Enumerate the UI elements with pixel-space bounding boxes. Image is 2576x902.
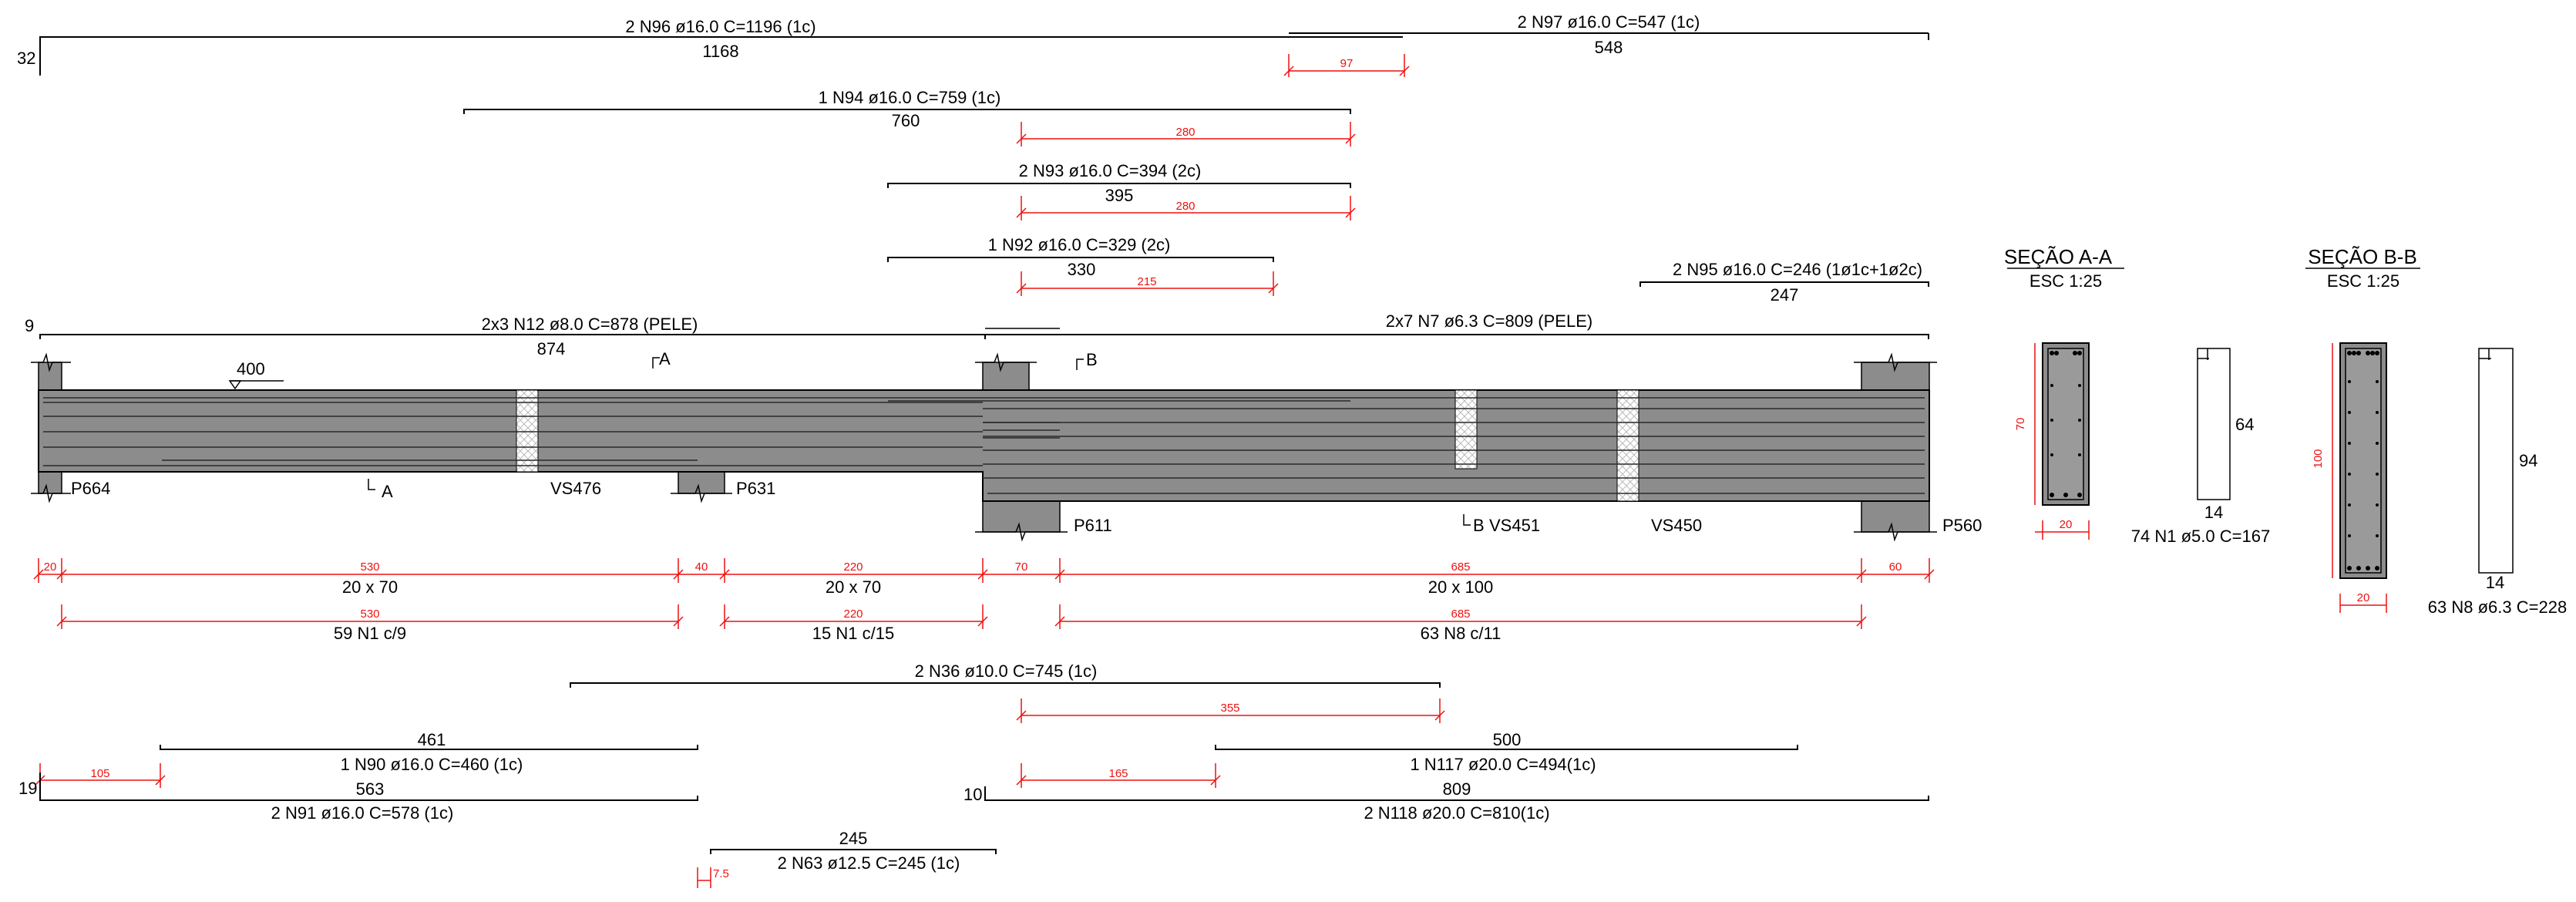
bar-n96: 32 2 N96 ø16.0 C=1196 (1c) 1168: [17, 17, 1403, 76]
bar-n95: 2 N95 ø16.0 C=246 (1ø1c+1ø2c) 247: [1639, 260, 1929, 305]
section-size-3: 20 x 100: [1428, 577, 1493, 597]
bar-n93-label: 2 N93 ø16.0 C=394 (2c): [1019, 161, 1202, 180]
bar-n95-label: 2 N95 ø16.0 C=246 (1ø1c+1ø2c): [1673, 260, 1922, 279]
stirrup-label-1: 59 N1 c/9: [334, 624, 406, 643]
bar-n91-length: 563: [356, 779, 385, 799]
section-b-stirrup-width: 14: [2486, 573, 2504, 592]
bar-n12-length: 874: [537, 339, 566, 358]
dim-685: 685: [1451, 560, 1470, 574]
stirrup-dim-685: 685: [1451, 608, 1470, 621]
section-b-width: 20: [2357, 591, 2370, 604]
bar-n63-label: 2 N63 ø12.5 C=245 (1c): [778, 853, 960, 873]
bar-n92: 1 N92 ø16.0 C=329 (2c) 330 215: [887, 235, 1279, 296]
bar-n90: 461 1 N90 ø16.0 C=460 (1c) 105: [35, 730, 698, 788]
bar-n117: 500 1 N117 ø20.0 C=494(1c) 165: [1016, 730, 1798, 788]
section-a-stirrup-label: 74 N1 ø5.0 C=167: [2131, 527, 2270, 546]
dim-20: 20: [44, 560, 57, 574]
bar-n92-dim: 215: [1137, 275, 1156, 288]
bar-n95-length: 247: [1771, 285, 1799, 305]
bar-n12-hook: 9: [25, 316, 34, 335]
section-a-stirrup-height: 64: [2235, 415, 2254, 434]
support-p560: P560: [1942, 516, 1982, 535]
cut-b-top: B: [1086, 350, 1098, 369]
support-p631: P631: [736, 479, 775, 498]
bar-n36: 2 N36 ø10.0 C=745 (1c) 355: [570, 661, 1445, 723]
bar-n97: 2 N97 ø16.0 C=547 (1c) 548 97: [1283, 12, 1929, 77]
section-b-stirrup-height: 94: [2519, 451, 2537, 470]
bar-n94-dim: 280: [1175, 126, 1195, 139]
bar-n91-hook: 19: [18, 779, 37, 798]
bar-n36-label: 2 N36 ø10.0 C=745 (1c): [915, 661, 1098, 681]
bar-n94-length: 760: [892, 111, 920, 130]
section-b-scale: ESC 1:25: [2327, 271, 2399, 291]
bar-n90-label: 1 N90 ø16.0 C=460 (1c): [341, 755, 523, 774]
bar-n7-label: 2x7 N7 ø6.3 C=809 (PELE): [1386, 311, 1592, 331]
stirrup-dim-530: 530: [360, 608, 379, 621]
bar-n63-length: 245: [839, 829, 868, 848]
section-a-height: 70: [2014, 418, 2027, 431]
cut-a-top: A: [659, 349, 671, 369]
section-b-title: SEÇÃO B-B: [2308, 245, 2417, 268]
bar-n97-dim: 97: [1340, 57, 1354, 70]
bar-n93: 2 N93 ø16.0 C=394 (2c) 395 280: [887, 161, 1356, 220]
section-b-height: 100: [2312, 449, 2325, 468]
bar-n91: 19 563 2 N91 ø16.0 C=578 (1c): [18, 772, 698, 823]
bar-n92-label: 1 N92 ø16.0 C=329 (2c): [988, 235, 1171, 254]
bar-n12-label: 2x3 N12 ø8.0 C=878 (PELE): [482, 315, 698, 334]
bar-n90-dim: 105: [90, 767, 109, 780]
section-a-scale: ESC 1:25: [2030, 271, 2102, 291]
bar-n118-length: 809: [1443, 779, 1471, 799]
cut-b-bottom: B: [1473, 516, 1485, 535]
bar-n93-length: 395: [1105, 186, 1134, 205]
section-size-2: 20 x 70: [826, 577, 881, 597]
stirrup-label-3: 63 N8 c/11: [1421, 624, 1502, 643]
beam-vs451: VS451: [1489, 516, 1540, 535]
bar-n96-length: 1168: [702, 42, 738, 61]
dim-60: 60: [1889, 560, 1902, 574]
bar-n117-dim: 165: [1108, 767, 1128, 780]
section-a: SEÇÃO A-A ESC 1:25 70 20 64 14 74 N1 ø5.…: [2004, 245, 2270, 546]
bar-n117-label: 1 N117 ø20.0 C=494(1c): [1410, 755, 1596, 774]
dim-40: 40: [695, 560, 708, 574]
span-dimensions: 20 530 40 220 70 685 60 20 x 70 20 x 70 …: [33, 558, 1935, 643]
beam-vs450: VS450: [1651, 516, 1702, 535]
bar-n12: 9 2x3 N12 ø8.0 C=878 (PELE) 874: [25, 315, 986, 358]
section-size-1: 20 x 70: [342, 577, 398, 597]
bar-n92-length: 330: [1068, 260, 1096, 279]
section-a-width: 20: [2060, 518, 2073, 531]
level-label: 400: [237, 359, 265, 379]
bar-n96-label: 2 N96 ø16.0 C=1196 (1c): [625, 17, 816, 36]
stirrup-dim-220: 220: [843, 608, 863, 621]
bar-n91-label: 2 N91 ø16.0 C=578 (1c): [271, 803, 454, 823]
section-a-stirrup-width: 14: [2204, 503, 2223, 522]
bar-n63-dim: 7.5: [713, 867, 729, 880]
stirrup-label-2: 15 N1 c/15: [812, 624, 894, 643]
bar-n97-length: 548: [1595, 38, 1623, 57]
cut-a-bottom: A: [382, 482, 393, 501]
bar-n96-hook: 32: [17, 49, 35, 68]
bar-n94-label: 1 N94 ø16.0 C=759 (1c): [819, 88, 1001, 107]
dim-530: 530: [360, 560, 379, 574]
section-b: SEÇÃO B-B ESC 1:25 100 20 94 14 63 N8 ø6…: [2305, 245, 2567, 617]
bar-n36-dim: 355: [1220, 702, 1239, 715]
bar-n117-length: 500: [1493, 730, 1522, 749]
section-b-stirrup-label: 63 N8 ø6.3 C=228: [2428, 597, 2567, 617]
dim-220: 220: [843, 560, 863, 574]
bar-n118: 10 809 2 N118 ø20.0 C=810(1c): [963, 779, 1929, 823]
support-p664: P664: [71, 479, 110, 498]
bar-n93-dim: 280: [1175, 200, 1195, 213]
bar-n7: 2x7 N7 ø6.3 C=809 (PELE): [985, 311, 1929, 339]
bar-n94: 1 N94 ø16.0 C=759 (1c) 760 280: [463, 88, 1356, 146]
beam-elevation: 400 A A B B P664 P631 P611 P560 VS476 VS…: [31, 349, 1982, 542]
bar-n97-label: 2 N97 ø16.0 C=547 (1c): [1518, 12, 1700, 32]
beam-vs476: VS476: [550, 479, 601, 498]
bar-n118-hook: 10: [963, 785, 982, 804]
bar-n118-label: 2 N118 ø20.0 C=810(1c): [1364, 803, 1549, 823]
dim-70: 70: [1015, 560, 1028, 574]
bar-n90-length: 461: [418, 730, 446, 749]
section-a-title: SEÇÃO A-A: [2004, 245, 2113, 268]
support-p611: P611: [1074, 516, 1112, 535]
bar-n63: 245 2 N63 ø12.5 C=245 (1c) 7.5: [697, 829, 997, 888]
